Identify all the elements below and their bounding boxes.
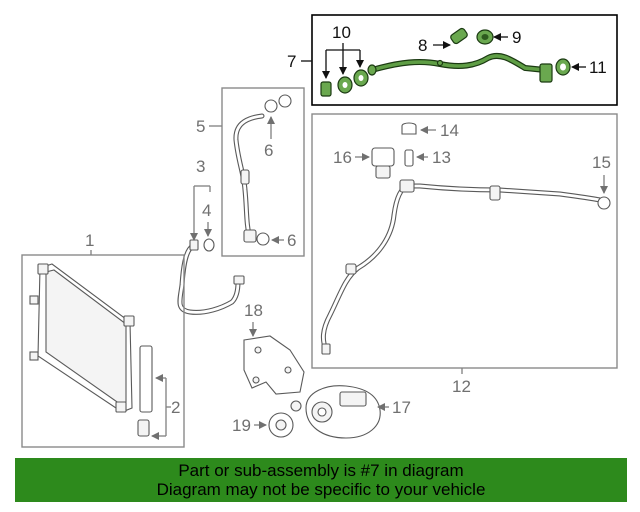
callout-6-top: 6 xyxy=(264,141,273,160)
part-15-oring[interactable] xyxy=(597,196,611,210)
compressor-bracket[interactable] xyxy=(243,335,305,395)
part-6-oring-top[interactable] xyxy=(264,94,292,113)
hose-box xyxy=(221,87,305,257)
callout-3: 3 xyxy=(196,157,205,176)
callout-18: 18 xyxy=(244,301,263,320)
callout-16: 16 xyxy=(333,148,352,167)
ac-parts-diagram: 10 7 8 9 11 5 6 6 3 4 xyxy=(21,14,618,448)
callout-8: 8 xyxy=(418,36,427,55)
part-10-seals[interactable] xyxy=(320,64,377,97)
callout-10: 10 xyxy=(332,23,351,42)
callout-11: 11 xyxy=(589,58,607,77)
callout-14: 14 xyxy=(440,121,459,140)
callout-9: 9 xyxy=(512,28,521,47)
dryer-plug[interactable] xyxy=(137,419,150,437)
callout-5: 5 xyxy=(196,117,205,136)
callout-17: 17 xyxy=(392,398,411,417)
part-6-oring-bottom[interactable] xyxy=(256,232,270,246)
part-14-cap[interactable] xyxy=(401,122,417,135)
callout-7: 7 xyxy=(287,52,296,71)
assembly-7-box xyxy=(311,14,618,106)
part-11-oring[interactable] xyxy=(555,58,571,76)
callout-13: 13 xyxy=(432,148,451,167)
condenser-box xyxy=(21,254,185,448)
callout-12: 12 xyxy=(452,377,471,396)
part-4-oring[interactable] xyxy=(203,238,215,252)
callout-1: 1 xyxy=(85,231,94,250)
receiver-dryer[interactable] xyxy=(139,345,153,413)
condenser[interactable] xyxy=(29,263,135,413)
tube-assembly[interactable] xyxy=(320,179,603,355)
liquid-line[interactable] xyxy=(177,239,245,315)
part-13-valve[interactable] xyxy=(404,149,414,167)
callout-15: 15 xyxy=(592,153,611,172)
callout-19: 19 xyxy=(232,416,251,435)
part-9-cap[interactable] xyxy=(476,29,494,45)
compressor[interactable] xyxy=(305,385,381,439)
callout-2: 2 xyxy=(171,398,180,417)
callout-4: 4 xyxy=(202,201,211,220)
part-8-valve[interactable] xyxy=(450,27,469,45)
callout-6-bottom: 6 xyxy=(287,231,296,250)
clutch-pulley[interactable] xyxy=(268,400,302,438)
pressure-sensor[interactable] xyxy=(371,147,395,179)
suction-hose-assembly[interactable] xyxy=(369,52,553,83)
banner-line-1: Part or sub-assembly is #7 in diagram xyxy=(178,461,464,480)
tube-assembly-box xyxy=(311,113,618,369)
discharge-hose[interactable] xyxy=(233,113,265,243)
info-banner: Part or sub-assembly is #7 in diagram Di… xyxy=(15,458,627,502)
banner-line-2: Diagram may not be specific to your vehi… xyxy=(156,480,486,499)
